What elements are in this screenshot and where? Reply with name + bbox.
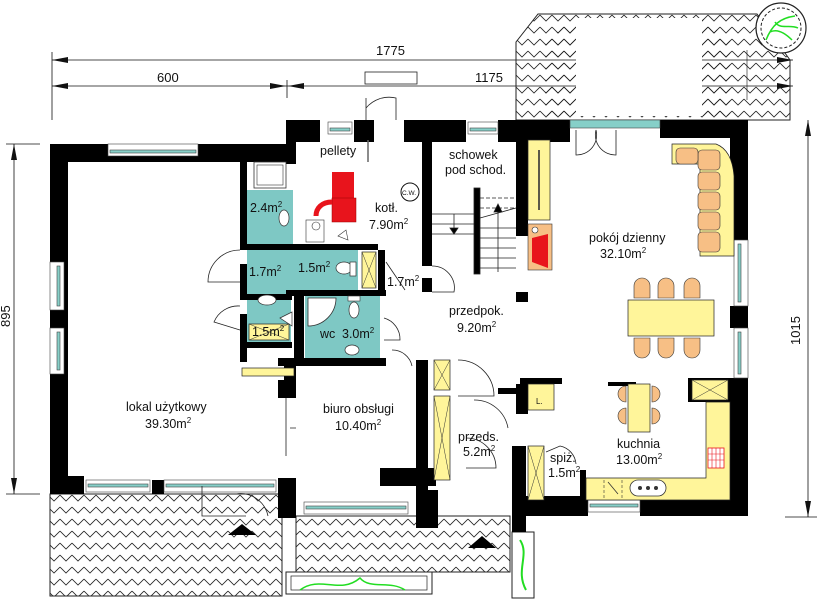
cw-label: C.W.	[402, 190, 416, 197]
dim-left-width: 600	[157, 70, 179, 85]
room-kuchnia-name: kuchnia	[617, 437, 660, 451]
dim-left-height: 895	[0, 305, 13, 327]
room-bath24-area: 2.4m2	[250, 200, 283, 215]
room-bath15b-area: 1.5m2	[252, 324, 285, 339]
room-przedpok-area: 9.20m2	[457, 320, 497, 335]
dim-total-width: 1775	[376, 43, 405, 58]
room-przedpok-name: przedpok.	[449, 304, 504, 318]
room-spiz-area: 1.5m2	[548, 465, 581, 480]
terrace-gap	[576, 18, 702, 116]
dim-right-width: 1175	[475, 70, 503, 85]
entrance-arrow-icon	[228, 524, 256, 535]
plant-pot-icon	[755, 2, 807, 54]
room-przeds-area: 5.2m2	[463, 444, 496, 459]
pellets-label: pellety	[320, 144, 357, 158]
fixtures: L. C.W.	[241, 139, 735, 501]
sofa	[671, 143, 735, 257]
room-kuchnia-area: 13.00m2	[616, 452, 663, 467]
entrance-arrow-icon	[468, 536, 496, 548]
room-pokoj-name: pokój dzienny	[589, 231, 666, 245]
room-spiz-name: spiż.	[550, 451, 576, 465]
bathroom-1-7	[247, 250, 293, 294]
doors	[201, 71, 617, 517]
room-bath17-area: 1.7m2	[249, 264, 282, 279]
room-kotl-area: 7.90m2	[369, 217, 409, 232]
room-biuro-area: 10.40m2	[335, 418, 382, 433]
dim-right-height: 1015	[788, 316, 803, 345]
fridge-label: L.	[536, 397, 543, 406]
room-schowek-name: schowek	[449, 148, 498, 162]
staircase	[432, 187, 517, 275]
room-przeds-name: przeds.	[458, 430, 499, 444]
room-wc-name: wc	[319, 327, 335, 341]
dining-table	[627, 277, 715, 359]
room-bath15a-area: 1.5m2	[298, 260, 331, 275]
room-wc-area: 3.0m2	[342, 326, 375, 341]
room-lokal-name: lokal użytkowy	[126, 400, 207, 414]
room-schowek-name2: pod schod.	[445, 163, 506, 177]
room-kotl-name: kotł.	[375, 201, 398, 215]
room-biuro-name: biuro obsługi	[323, 402, 394, 416]
kitchen-units	[585, 379, 731, 501]
dimension-lines: 1775 600 1175 895 1015	[0, 43, 817, 518]
room-hall17-area: 1.7m2	[387, 274, 420, 289]
room-labels: lokal użytkowy 39.30m2 biuro obsługi 10.…	[126, 144, 666, 480]
room-pokoj-area: 32.10m2	[600, 246, 647, 261]
terrace-bottom	[49, 493, 535, 599]
room-lokal-area: 39.30m2	[145, 416, 192, 431]
